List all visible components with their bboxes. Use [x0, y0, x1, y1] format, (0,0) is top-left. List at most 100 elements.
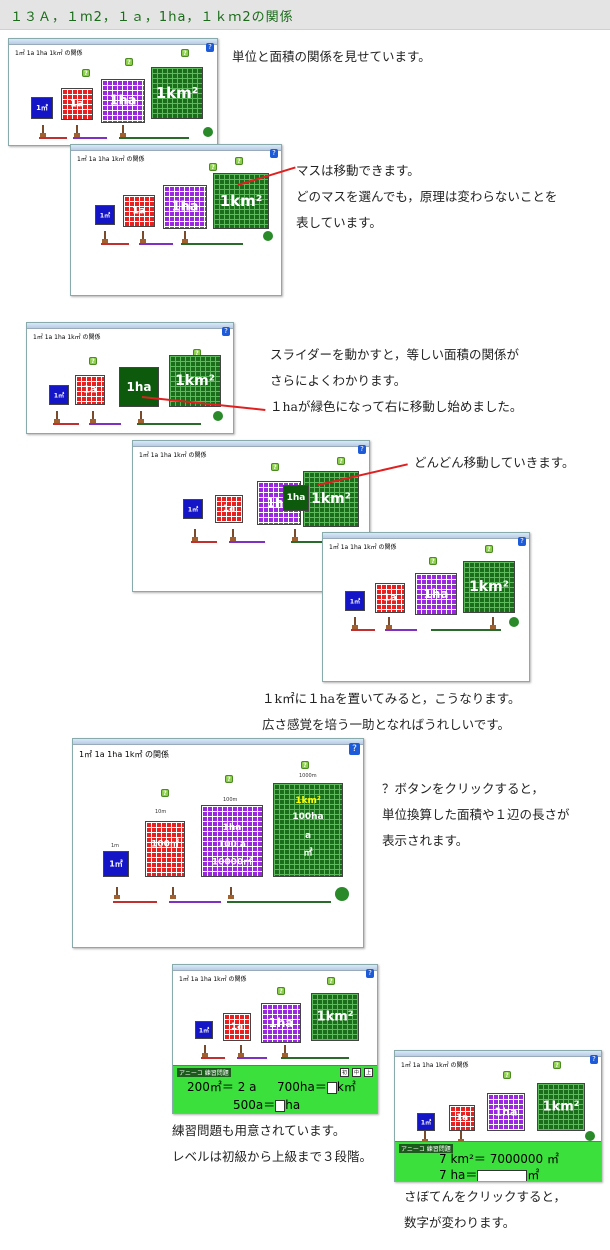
help-button[interactable]: ?	[349, 743, 360, 755]
square-ha[interactable]: 1ha	[101, 79, 145, 123]
answer-input[interactable]	[275, 1099, 286, 1112]
answer-input[interactable]	[477, 1169, 528, 1181]
slider-track-purple[interactable]	[73, 137, 107, 139]
question-button[interactable]: ?	[553, 1061, 561, 1069]
slider-track-purple[interactable]	[169, 901, 221, 903]
question-button[interactable]: ?	[82, 69, 90, 77]
question-button[interactable]: ?	[485, 545, 493, 553]
cactus-icon[interactable]	[53, 411, 61, 423]
level-button[interactable]: 上	[363, 1068, 373, 1077]
slider-track-red[interactable]	[113, 901, 157, 903]
square-km2[interactable]: 1km²	[537, 1083, 585, 1131]
square-a[interactable]: 1a	[223, 1013, 251, 1041]
square-ha-moving[interactable]: 1ha	[283, 485, 309, 511]
question-button[interactable]: ?	[301, 761, 309, 769]
slider-track-purple[interactable]	[237, 1057, 267, 1059]
cactus-icon[interactable]	[39, 125, 47, 137]
square-a[interactable]: 1a	[215, 495, 243, 523]
cactus-icon[interactable]	[101, 231, 109, 243]
cactus-icon[interactable]	[227, 887, 235, 899]
question-button[interactable]: ?	[337, 457, 345, 465]
slider-track-green[interactable]	[431, 629, 501, 631]
slider-track-green[interactable]	[181, 243, 243, 245]
square-m2[interactable]: 1㎡	[195, 1021, 213, 1039]
square-a[interactable]: 1a	[75, 375, 105, 405]
guitar-icon[interactable]	[203, 127, 213, 137]
cactus-icon[interactable]	[89, 411, 97, 423]
slider-track-green[interactable]	[227, 901, 331, 903]
guitar-icon[interactable]	[335, 887, 349, 901]
answer-input[interactable]	[326, 1081, 337, 1094]
cactus-icon[interactable]	[237, 1045, 245, 1057]
question-button[interactable]: ?	[503, 1071, 511, 1079]
slider-track-purple[interactable]	[139, 243, 173, 245]
square-a[interactable]: 100㎡	[145, 821, 185, 877]
question-button[interactable]: ?	[89, 357, 97, 365]
help-button[interactable]: ?	[366, 969, 374, 978]
help-button[interactable]: ?	[590, 1055, 598, 1064]
square-km2[interactable]: 1km² 100ha a ㎡	[273, 783, 343, 877]
slider-track-red[interactable]	[351, 629, 375, 631]
question-button[interactable]: ?	[125, 58, 133, 66]
square-m2[interactable]: 1㎡	[31, 97, 53, 119]
cactus-icon[interactable]	[119, 125, 127, 137]
help-button[interactable]: ?	[206, 43, 214, 52]
cactus-icon[interactable]	[169, 887, 177, 899]
cactus-icon[interactable]	[291, 529, 299, 541]
question-button[interactable]: ?	[209, 163, 217, 171]
square-m2[interactable]: 1㎡	[49, 385, 69, 405]
slider-track-purple[interactable]	[89, 423, 121, 425]
question-button[interactable]: ?	[429, 557, 437, 565]
slider-track-purple[interactable]	[385, 629, 417, 631]
cactus-icon[interactable]	[181, 231, 189, 243]
cactus-icon[interactable]	[385, 617, 393, 629]
question-button[interactable]: ?	[225, 775, 233, 783]
square-km2[interactable]: 1km²	[151, 67, 203, 119]
square-ha[interactable]: 1ha	[487, 1093, 525, 1131]
help-button[interactable]: ?	[270, 149, 278, 158]
guitar-icon[interactable]	[585, 1131, 595, 1141]
help-button[interactable]: ?	[518, 537, 526, 546]
cactus-icon[interactable]	[113, 887, 121, 899]
square-m2[interactable]: 1㎡	[103, 851, 129, 877]
slider-track-red[interactable]	[53, 423, 79, 425]
slider-track-purple[interactable]	[229, 541, 265, 543]
square-km2[interactable]: 1km²	[169, 355, 221, 407]
cactus-icon[interactable]	[281, 1045, 289, 1057]
question-button[interactable]: ?	[161, 789, 169, 797]
cactus-icon[interactable]	[201, 1045, 209, 1057]
square-ha[interactable]: 1ha	[261, 1003, 301, 1043]
slider-track-red[interactable]	[191, 541, 217, 543]
cactus-icon[interactable]	[489, 617, 497, 629]
cactus-icon[interactable]	[73, 125, 81, 137]
square-ha[interactable]: 1ha	[119, 367, 159, 407]
question-button[interactable]: ?	[271, 463, 279, 471]
square-km2[interactable]: 1km²	[463, 561, 515, 613]
slider-track-red[interactable]	[201, 1057, 225, 1059]
slider-track-red[interactable]	[39, 137, 67, 139]
question-button[interactable]: ?	[235, 157, 243, 165]
question-button[interactable]: ?	[327, 977, 335, 985]
cactus-icon[interactable]	[229, 529, 237, 541]
slider-track-green[interactable]	[137, 423, 201, 425]
cactus-icon[interactable]	[139, 231, 147, 243]
square-ha[interactable]: 1ha 100 a 10000㎡	[201, 805, 263, 877]
square-a[interactable]: 1a	[449, 1105, 475, 1131]
square-km2[interactable]: 1km²	[213, 173, 269, 229]
square-ha[interactable]: 1ha	[163, 185, 207, 229]
slider-track-green[interactable]	[119, 137, 189, 139]
square-a[interactable]: 1a	[61, 88, 93, 120]
slider-track-green[interactable]	[281, 1057, 349, 1059]
level-button[interactable]: 初	[339, 1068, 349, 1077]
help-button[interactable]: ?	[222, 327, 230, 336]
level-button[interactable]: 中	[351, 1068, 361, 1077]
cactus-icon[interactable]	[137, 411, 145, 423]
cactus-icon[interactable]	[351, 617, 359, 629]
guitar-icon[interactable]	[263, 231, 273, 241]
square-m2[interactable]: 1㎡	[183, 499, 203, 519]
square-a[interactable]: 1a	[375, 583, 405, 613]
guitar-icon[interactable]	[213, 411, 223, 421]
slider-track-red[interactable]	[101, 243, 129, 245]
square-m2[interactable]: 1㎡	[95, 205, 115, 225]
square-m2[interactable]: 1㎡	[345, 591, 365, 611]
